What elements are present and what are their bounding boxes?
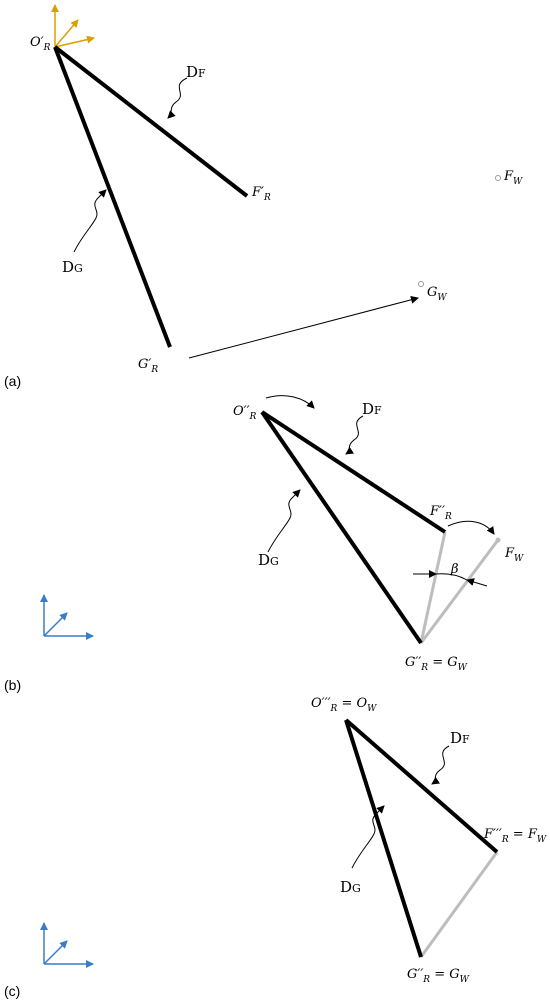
squiggle-df-b <box>345 415 364 455</box>
panel-label-c: (c) <box>4 983 20 999</box>
label-gr-c: G′′R = GW <box>407 967 470 985</box>
label-gr-b: G′′R = GW <box>405 655 468 673</box>
label-df-c: DF <box>450 729 470 747</box>
label-dg-c: DG <box>340 878 361 896</box>
label-origin-a: O′R <box>30 35 51 53</box>
rotation-arrow-fr-b <box>447 520 495 535</box>
arm-dg-c <box>344 719 423 958</box>
translation-arrow <box>188 295 419 359</box>
frame-axes-blue-icon <box>40 594 94 640</box>
label-fr-c: F′′′R = FW <box>483 827 547 845</box>
gray-line-fw-gr-b <box>419 539 500 644</box>
squiggle-dg-a <box>73 189 107 253</box>
label-dg-b: DG <box>258 551 279 569</box>
arm-dg-b <box>260 410 423 645</box>
squiggle-df-a <box>167 77 188 119</box>
label-gw-a: GW <box>427 285 447 303</box>
arm-df-b <box>260 410 447 534</box>
label-df-b: DF <box>362 400 382 418</box>
panel-label-a: (a) <box>4 373 21 389</box>
label-dg-a: DG <box>62 258 83 276</box>
label-df-a: DF <box>186 63 206 81</box>
panel-a: O′R DF F′R FW DG GW G′R (a) <box>4 4 523 389</box>
panel-c: O′′′R = OW DF F′′′R = FW DG G′′R = GW (c… <box>4 696 547 999</box>
arm-dg-a <box>53 46 172 348</box>
squiggle-dg-c <box>351 805 385 869</box>
label-origin-c: O′′′R = OW <box>311 696 377 714</box>
panel-label-b: (b) <box>4 677 21 693</box>
beta-arrow-right <box>466 578 488 587</box>
label-beta-b: β <box>450 562 459 577</box>
arm-df-c <box>344 718 499 854</box>
gray-line-fr-gr-b <box>419 531 447 644</box>
label-origin-b: O′′R <box>233 404 257 422</box>
point-gw-a <box>418 281 424 287</box>
point-fw-a <box>495 175 501 181</box>
arm-df-a <box>53 45 249 198</box>
point-fw-b <box>495 537 501 543</box>
gray-line-fr-gr-c <box>419 851 499 958</box>
label-fw-b: FW <box>504 546 524 564</box>
frame-axes-orange-icon <box>51 4 95 48</box>
beta-arc <box>435 573 468 581</box>
label-gr-a: G′R <box>138 357 158 375</box>
panel-b: O′′R DF F′′R FW β DG G′′R = GW (b) <box>4 395 524 693</box>
squiggle-df-c <box>431 745 450 785</box>
squiggle-dg-b <box>267 489 301 553</box>
label-fw-a: FW <box>503 169 523 187</box>
label-fr-a: F′R <box>251 185 271 203</box>
label-fr-b: F′′R <box>429 504 452 522</box>
rotation-arrow-origin-b <box>265 395 315 409</box>
frame-axes-blue-icon <box>40 922 94 968</box>
